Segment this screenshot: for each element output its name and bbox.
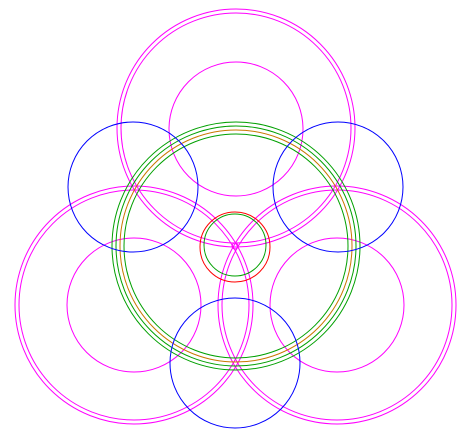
top-outer-ring-inner-line: [120, 12, 352, 244]
right-outer-ring: [217, 185, 457, 425]
left-outer-ring: [14, 185, 254, 425]
right-inner-circle: [269, 237, 405, 373]
blue-circle-right: [272, 121, 404, 253]
right-outer-ring-inner-line: [221, 189, 453, 421]
center-orange-ring: [119, 129, 353, 363]
top-inner-circle: [168, 61, 304, 197]
center-green-ring-inner: [123, 133, 349, 359]
center-small-green-circle: [203, 213, 267, 277]
center-green-ring-outer: [111, 121, 361, 371]
center-green-ring-middle: [115, 125, 357, 367]
left-inner-circle: [66, 237, 202, 373]
left-outer-ring-inner-line: [18, 189, 250, 421]
blue-circle-left: [67, 121, 199, 253]
center-small-red-circle: [199, 211, 271, 283]
center-tiny-magenta-circle: [231, 242, 239, 250]
top-outer-ring: [116, 8, 356, 248]
blue-circle-bottom: [169, 297, 301, 429]
